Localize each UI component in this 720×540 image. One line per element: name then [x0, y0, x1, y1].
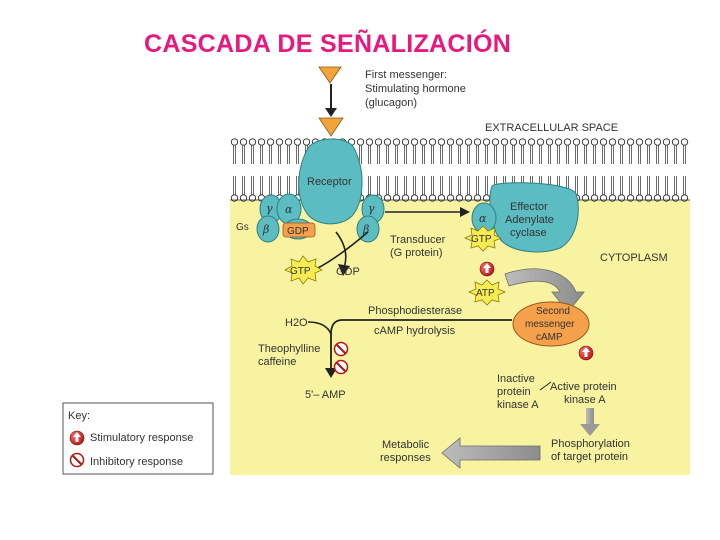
- cytoplasm-area: [230, 200, 690, 475]
- svg-text:kinase A: kinase A: [497, 399, 539, 411]
- amp-label: 5'– AMP: [305, 389, 346, 401]
- gdp-free-label: GDP: [336, 266, 360, 278]
- svg-text:γ: γ: [266, 202, 273, 215]
- gtp-bound-burst: GTP: [463, 225, 503, 252]
- extracellular-space-label: EXTRACELLULAR SPACE: [485, 122, 618, 134]
- camp-hydrolysis-label: cAMP hydrolysis: [374, 325, 456, 337]
- svg-text:Active protein: Active protein: [550, 381, 617, 393]
- g-beta-gamma-subunits: γ β: [356, 194, 385, 243]
- svg-text:protein: protein: [497, 386, 531, 398]
- svg-text:of target protein: of target protein: [551, 451, 628, 463]
- page-title: CASCADA DE SEÑALIZACIÓN: [144, 30, 512, 58]
- phosphodiesterase-label: Phosphodiesterase: [368, 305, 462, 317]
- inhibitory-icon: [69, 452, 85, 468]
- svg-text:responses: responses: [380, 452, 431, 464]
- svg-text:β: β: [362, 223, 369, 236]
- svg-text:messenger: messenger: [525, 319, 575, 330]
- atp-burst: ATP: [467, 279, 507, 306]
- svg-text:Effector: Effector: [510, 201, 548, 213]
- svg-text:GTP: GTP: [471, 234, 492, 245]
- inhibitory-marker-1: [333, 341, 349, 357]
- transducer-label: Transducer (G protein): [390, 234, 446, 259]
- receptor-protein: Receptor: [298, 117, 363, 225]
- adenylate-cyclase: α Effector Adenylate cyclase: [471, 182, 579, 253]
- key-title: Key:: [68, 410, 90, 422]
- svg-text:Transducer: Transducer: [390, 234, 446, 246]
- svg-text:Inactive: Inactive: [497, 373, 535, 385]
- svg-text:GTP: GTP: [290, 266, 311, 277]
- phosphorylation-label: Phosphorylation of target protein: [551, 438, 630, 463]
- legend-key: Key: Stimulatory response Inhibitory res…: [62, 402, 214, 475]
- inactive-pka-label: Inactive protein kinase A: [497, 373, 539, 411]
- key-inhibitory: Inhibitory response: [90, 456, 183, 468]
- svg-text:Theophylline: Theophylline: [258, 343, 320, 355]
- key-stimulatory: Stimulatory response: [90, 432, 193, 444]
- stimulatory-icon: [69, 430, 85, 446]
- svg-text:kinase A: kinase A: [564, 394, 606, 406]
- gs-label: Gs: [236, 222, 249, 233]
- atp-to-camp-arrow: [504, 268, 585, 313]
- svg-text:Adenylate: Adenylate: [505, 214, 554, 226]
- gdp-bound-label: GDP: [282, 222, 316, 238]
- metabolic-arrow: [441, 437, 541, 469]
- svg-text:(glucagon): (glucagon): [365, 97, 417, 109]
- svg-text:First messenger:: First messenger:: [365, 69, 447, 81]
- svg-text:γ: γ: [368, 202, 375, 215]
- svg-text:ATP: ATP: [476, 288, 495, 299]
- svg-text:β: β: [262, 223, 269, 236]
- second-messenger-camp: Second messenger cAMP: [512, 301, 590, 347]
- svg-text:cyclase: cyclase: [510, 227, 547, 239]
- svg-text:Phosphorylation: Phosphorylation: [551, 438, 630, 450]
- cytoplasm-label: CYTOPLASM: [600, 252, 668, 264]
- metabolic-responses-label: Metabolic responses: [380, 439, 431, 464]
- svg-text:cAMP: cAMP: [536, 332, 563, 343]
- first-messenger-label: First messenger: Stimulating hormone (gl…: [365, 69, 466, 109]
- hormone-ligand: [318, 66, 342, 84]
- stimulatory-marker-pka: [578, 345, 594, 361]
- active-pka-label: Active protein kinase A: [550, 381, 617, 406]
- svg-text:Metabolic: Metabolic: [382, 439, 430, 451]
- water-label: H2O: [285, 317, 308, 329]
- svg-text:Receptor: Receptor: [307, 176, 352, 188]
- svg-text:caffeine: caffeine: [258, 356, 296, 368]
- svg-text:(G protein): (G protein): [390, 247, 443, 259]
- svg-text:α: α: [479, 212, 487, 225]
- svg-text:Second: Second: [536, 306, 570, 317]
- bound-hormone-ligand: [318, 117, 344, 137]
- svg-text:Stimulating hormone: Stimulating hormone: [365, 83, 466, 95]
- svg-text:GDP: GDP: [287, 226, 309, 237]
- stimulatory-marker: [479, 261, 495, 277]
- gtp-free-burst: GTP: [284, 255, 323, 285]
- inhibitory-marker-2: [333, 359, 349, 375]
- svg-text:α: α: [285, 203, 293, 216]
- theophylline-label: Theophylline caffeine: [258, 343, 320, 368]
